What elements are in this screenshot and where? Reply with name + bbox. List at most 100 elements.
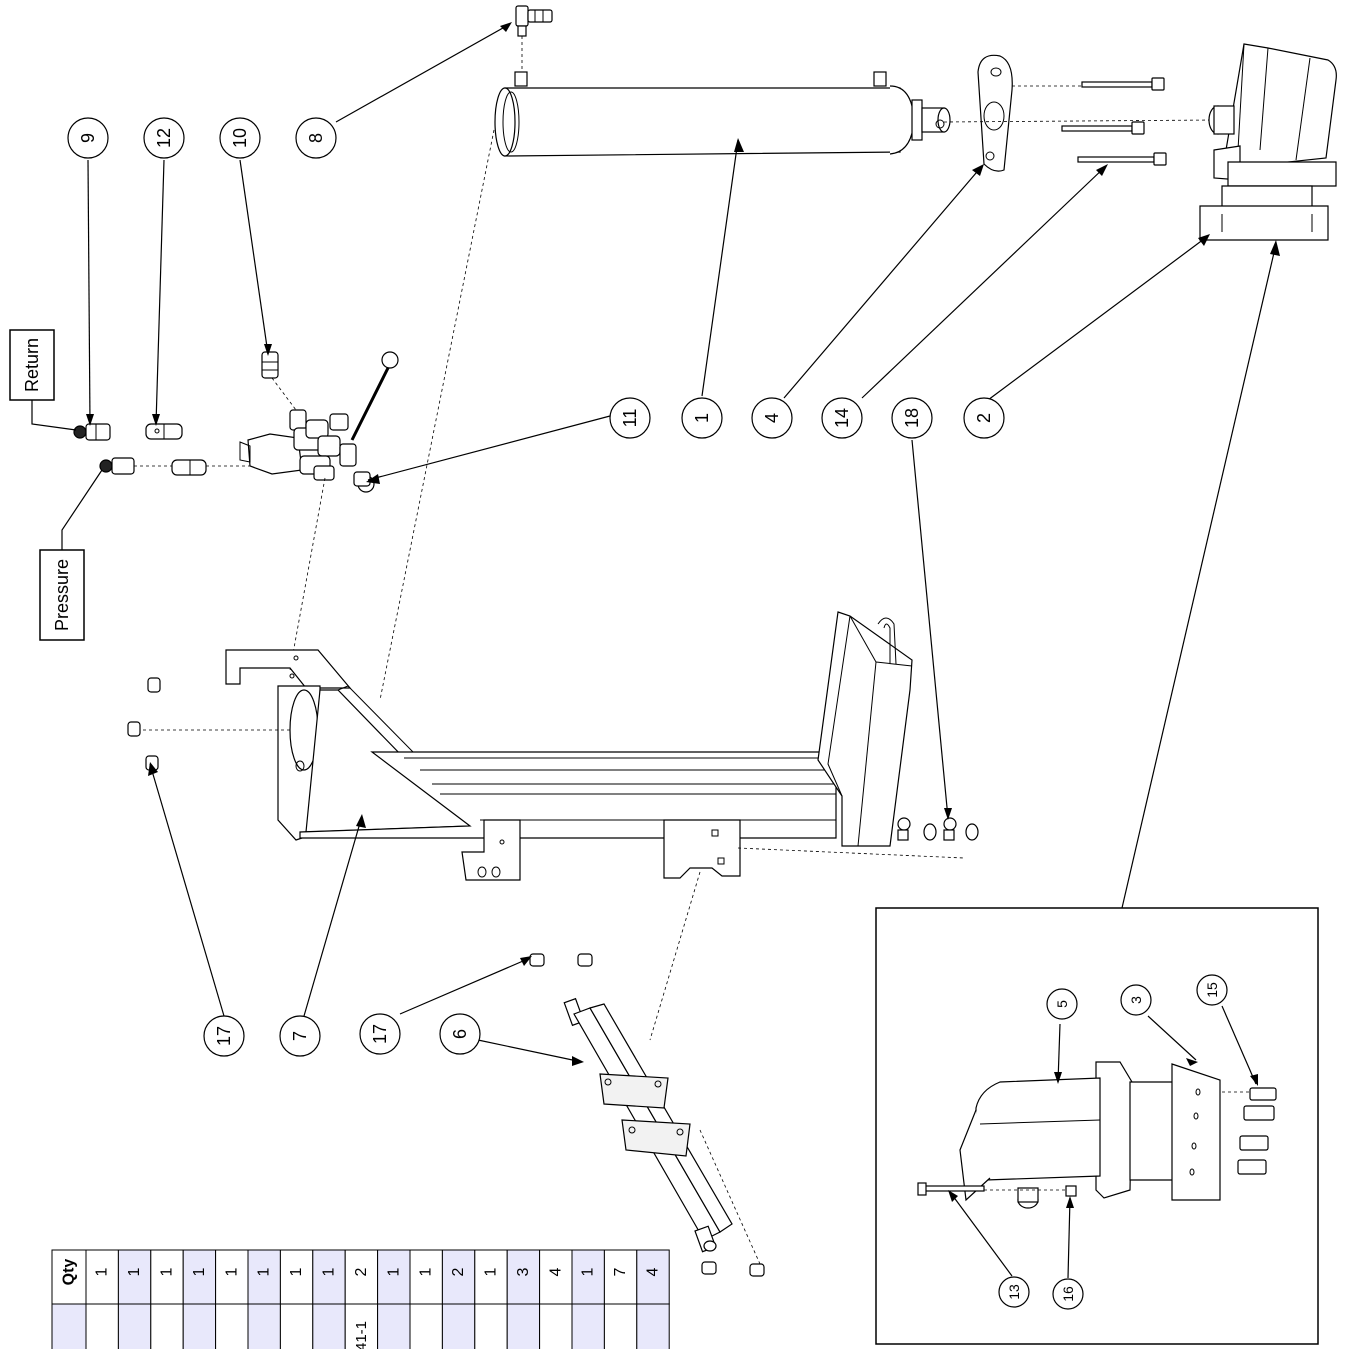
- qty-value: 1: [256, 1267, 273, 1276]
- qty-cell: [506, 1249, 541, 1305]
- svg-text:18: 18: [902, 408, 922, 428]
- svg-text:11: 11: [620, 409, 640, 428]
- qty-cell: [215, 1249, 249, 1305]
- svg-text:6: 6: [450, 1029, 470, 1039]
- part-17-nuts: [127, 677, 765, 1277]
- description-cell: [85, 1303, 119, 1351]
- part-1-hydraulic-cylinder: [494, 71, 951, 157]
- description-cell: [312, 1303, 346, 1351]
- part-14-bolts: [1061, 77, 1167, 166]
- svg-text:15: 15: [1204, 982, 1220, 998]
- svg-text:8: 8: [306, 133, 326, 143]
- qty-value: 4: [547, 1267, 564, 1276]
- qty-value: 1: [94, 1267, 111, 1276]
- partial-part-number: 41-1: [353, 1321, 370, 1349]
- callout-4: 4: [751, 397, 793, 439]
- callout-13: 13: [998, 1276, 1030, 1308]
- svg-text:10: 10: [230, 128, 250, 148]
- detail-inset: [875, 240, 1319, 1345]
- part-8-elbow-fitting: [515, 5, 553, 37]
- return-label: Return: [9, 329, 55, 401]
- qty-cell: [571, 1249, 605, 1305]
- qty-cell: [312, 1249, 346, 1305]
- qty-cell: [279, 1249, 314, 1305]
- callout-16: 16: [1052, 1278, 1084, 1310]
- qty-header: Qty: [61, 1259, 78, 1286]
- callout-17-middle: 17: [359, 1013, 401, 1055]
- description-cell: [539, 1303, 573, 1351]
- qty-value: 1: [288, 1267, 305, 1276]
- svg-text:7: 7: [290, 1031, 310, 1041]
- qty-value: 3: [515, 1267, 532, 1276]
- callout-8: 8: [295, 117, 337, 159]
- svg-text:5: 5: [1054, 1000, 1070, 1008]
- description-cell: [247, 1303, 281, 1351]
- callout-3: 3: [1120, 984, 1152, 1016]
- callout-7: 7: [279, 1015, 321, 1057]
- svg-text:17: 17: [370, 1024, 390, 1044]
- part-18-bolts: [897, 817, 979, 841]
- description-cell: [279, 1303, 314, 1351]
- qty-cell: [377, 1249, 411, 1305]
- part-9-fitting-return: [73, 423, 111, 441]
- qty-cell: [636, 1249, 670, 1305]
- svg-text:16: 16: [1060, 1286, 1076, 1302]
- callout-12: 12: [143, 117, 185, 159]
- svg-text:4: 4: [762, 413, 782, 423]
- qty-cell: [441, 1249, 476, 1305]
- svg-text:13: 13: [1006, 1284, 1022, 1300]
- qty-value: 1: [321, 1267, 338, 1276]
- description-cell: [150, 1303, 184, 1351]
- callout-14: 14: [821, 397, 863, 439]
- description-cell: [215, 1303, 249, 1351]
- svg-text:12: 12: [154, 128, 174, 148]
- part-2-splitting-wedge: [1199, 43, 1337, 241]
- description-cell: [344, 1303, 379, 1351]
- callout-10: 10: [219, 117, 261, 159]
- description-cell: [441, 1303, 476, 1351]
- part-7-beam-frame: [225, 611, 913, 881]
- description-cell: [506, 1303, 541, 1351]
- part-12-fitting: [145, 423, 183, 440]
- description-cell: [117, 1303, 152, 1351]
- svg-text:3: 3: [1128, 996, 1144, 1004]
- callout-1: 1: [681, 397, 723, 439]
- description-cell: [603, 1303, 638, 1351]
- qty-cell: [539, 1249, 573, 1305]
- qty-value: 1: [159, 1267, 176, 1276]
- description-cell: [377, 1303, 411, 1351]
- qty-value: 1: [483, 1267, 500, 1276]
- qty-value: 1: [580, 1267, 597, 1276]
- svg-text:17: 17: [214, 1026, 234, 1046]
- callout-11: 11: [609, 397, 651, 439]
- qty-value: 2: [353, 1267, 370, 1276]
- svg-text:2: 2: [974, 413, 994, 423]
- control-valve-assembly: [239, 351, 399, 493]
- svg-text:Return: Return: [22, 338, 42, 392]
- qty-cell: [182, 1249, 217, 1305]
- qty-value: 2: [450, 1267, 467, 1276]
- qty-value: 7: [612, 1267, 629, 1276]
- callout-6: 6: [439, 1013, 481, 1055]
- svg-text:1: 1: [692, 413, 712, 423]
- description-cell: [474, 1303, 508, 1351]
- qty-value: 1: [223, 1267, 240, 1276]
- svg-text:Pressure: Pressure: [52, 559, 72, 631]
- description-cell: [409, 1303, 443, 1351]
- qty-value: 1: [418, 1267, 435, 1276]
- description-cell: [182, 1303, 217, 1351]
- arrowheads: [86, 22, 1258, 1208]
- svg-text:9: 9: [78, 133, 98, 143]
- callout-5: 5: [1046, 988, 1078, 1020]
- pressure-fitting: [99, 457, 207, 476]
- description-cell: [571, 1303, 605, 1351]
- svg-text:14: 14: [832, 408, 852, 428]
- description-cell: [636, 1303, 670, 1351]
- part-6-beam-extension: [563, 997, 733, 1253]
- qty-value: 1: [126, 1267, 143, 1276]
- qty-value: 4: [645, 1267, 662, 1276]
- leader-lines: [31, 23, 1257, 1279]
- callout-15: 15: [1196, 974, 1228, 1006]
